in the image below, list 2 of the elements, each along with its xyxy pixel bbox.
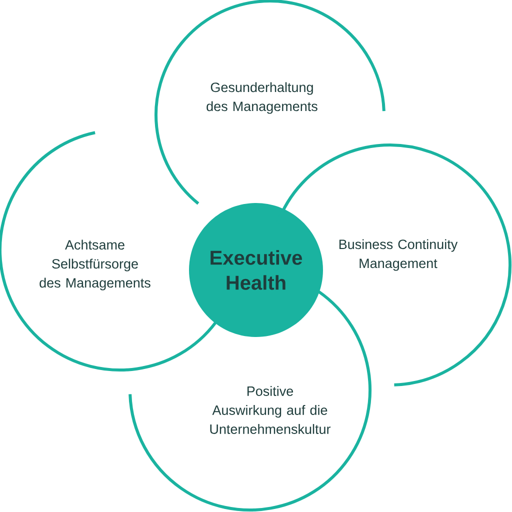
- ring-segment: Gesunderhaltung des Managements: [154, 0, 386, 205]
- ring-segment: Positive Auswirkung auf die Unternehmenskultur: [128, 290, 372, 512]
